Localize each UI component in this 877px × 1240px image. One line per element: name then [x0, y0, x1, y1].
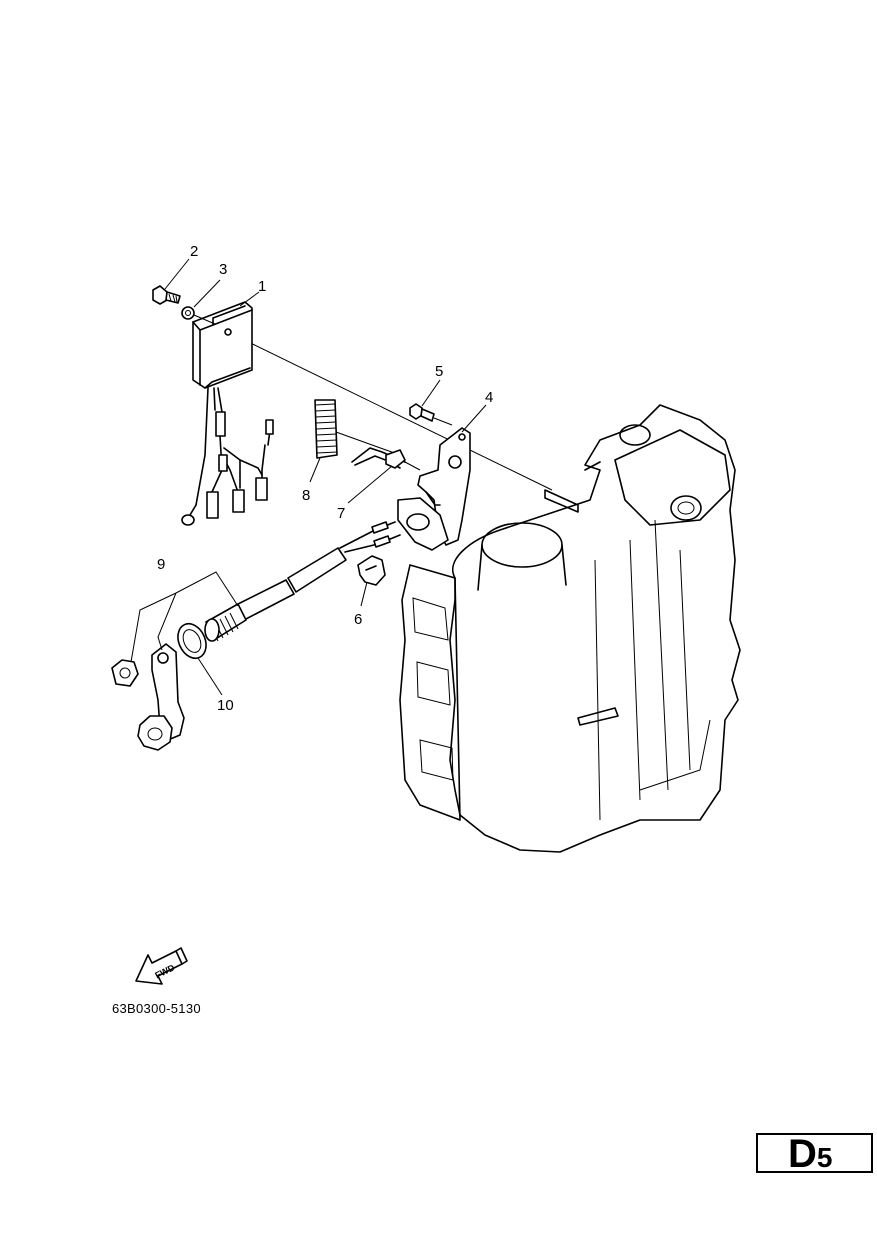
- callout-5: 5: [435, 363, 443, 380]
- mounting-leader-line: [231, 333, 553, 491]
- sensor-grommet-plate: [339, 497, 449, 553]
- callout-4: 4: [485, 389, 493, 406]
- bolt-part-5: [409, 403, 453, 426]
- document-code: 63B0300-5130: [112, 1001, 201, 1016]
- o-ring-part-10: [177, 622, 207, 660]
- callout-7: 7: [337, 505, 345, 522]
- callout-labels: 2 3 1 5 4 8 7 6 9 10: [157, 243, 493, 714]
- bolt-part-2: [152, 285, 181, 305]
- engine-block: [399, 404, 741, 853]
- page-marker: D5: [756, 1132, 873, 1176]
- washer-part-3: [181, 306, 216, 325]
- page-marker-letter: D: [788, 1132, 817, 1176]
- thermo-sensor-part-9: [111, 547, 347, 751]
- control-module-part-1: [181, 301, 274, 526]
- callout-3: 3: [219, 261, 227, 278]
- wire-clip-part-7: [351, 447, 421, 471]
- callout-1: 1: [258, 278, 266, 295]
- callout-6: 6: [354, 611, 362, 628]
- fwd-arrow-icon: FWD: [135, 947, 188, 985]
- callout-leaders: [130, 258, 487, 696]
- page-marker-number: 5: [816, 1142, 833, 1173]
- callout-10: 10: [217, 697, 234, 714]
- callout-8: 8: [302, 487, 310, 504]
- clamp-part-6: [357, 555, 386, 586]
- spring-part-8: [314, 399, 401, 459]
- callout-2: 2: [190, 243, 198, 260]
- callout-9: 9: [157, 556, 165, 573]
